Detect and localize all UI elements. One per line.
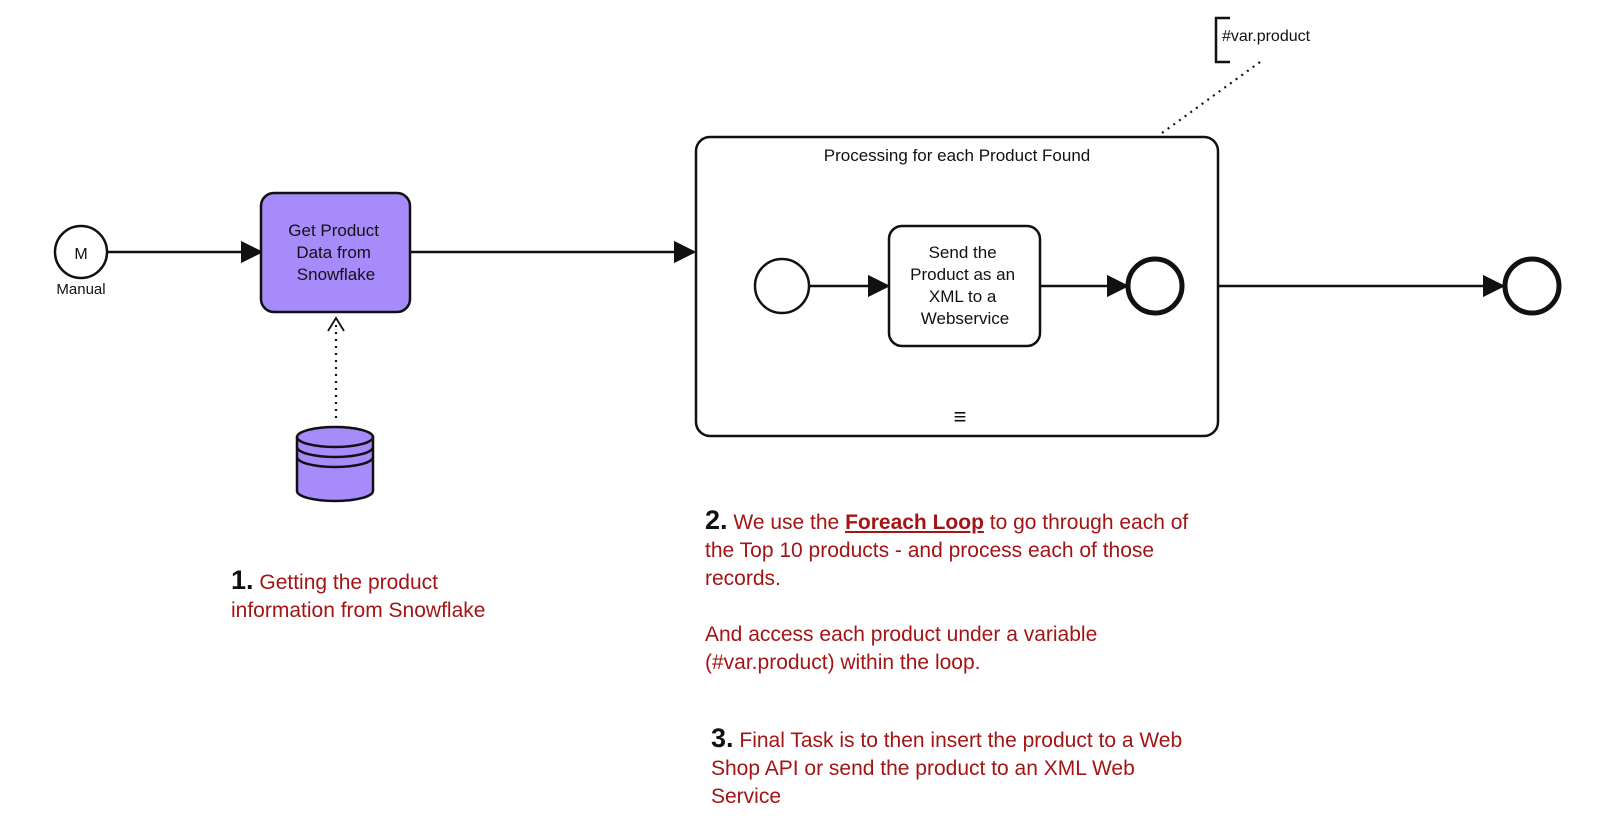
note-3-text: Final Task is to then insert the product… (711, 729, 1183, 808)
inner-end-event[interactable] (1125, 256, 1185, 316)
note-2-number: 2. (705, 505, 728, 535)
loop-marker-icon: ≡ (954, 404, 967, 429)
task-send-line-4: Webservice (921, 309, 1010, 328)
note-3-number: 3. (711, 723, 734, 753)
task-send-product-label: Send the Product as an XML to a Webservi… (910, 243, 1020, 328)
inner-start-event[interactable] (753, 257, 811, 315)
text-annotation[interactable]: #var.product (1214, 16, 1311, 64)
note-2-para-2: And access each product under a variable… (705, 623, 1098, 674)
start-event-manual[interactable]: M (53, 224, 109, 280)
annotation-association[interactable] (1161, 61, 1261, 134)
task-get-product-line-1: Get Product (288, 221, 379, 240)
task-get-product-line-3: Snowflake (297, 265, 375, 284)
note-step-3: 3. Final Task is to then insert the prod… (711, 724, 1201, 811)
subprocess-title: Processing for each Product Found (824, 146, 1090, 165)
data-association[interactable] (327, 316, 345, 418)
annotation-text: #var.product (1222, 28, 1311, 45)
note-2-pre: We use the (733, 511, 840, 534)
task-send-line-1: Send the (929, 243, 997, 262)
task-get-product-data[interactable]: Get Product Data from Snowflake (259, 191, 412, 314)
note-step-1: 1. Getting the product information from … (231, 566, 491, 625)
note-2-post: to go through each of the Top 10 product… (705, 511, 1189, 590)
task-send-product-xml[interactable]: Send the Product as an XML to a Webservi… (887, 224, 1042, 348)
start-event-marker: M (74, 246, 87, 263)
note-1-number: 1. (231, 565, 254, 595)
note-step-2: 2. We use the Foreach Loop to go through… (705, 506, 1215, 677)
foreach-loop-link[interactable]: Foreach Loop (845, 511, 984, 534)
task-get-product-line-2: Data from (296, 243, 371, 262)
task-send-line-3: XML to a (929, 287, 997, 306)
subprocess-foreach[interactable]: Processing for each Product Found ≡ (694, 135, 1220, 438)
start-event-label: Manual (56, 281, 105, 298)
task-send-line-2: Product as an (910, 265, 1015, 284)
task-get-product-label: Get Product Data from Snowflake (288, 221, 383, 284)
end-event[interactable] (1502, 256, 1562, 316)
note-1-text: Getting the product information from Sno… (231, 571, 486, 622)
database-icon[interactable] (295, 425, 375, 503)
